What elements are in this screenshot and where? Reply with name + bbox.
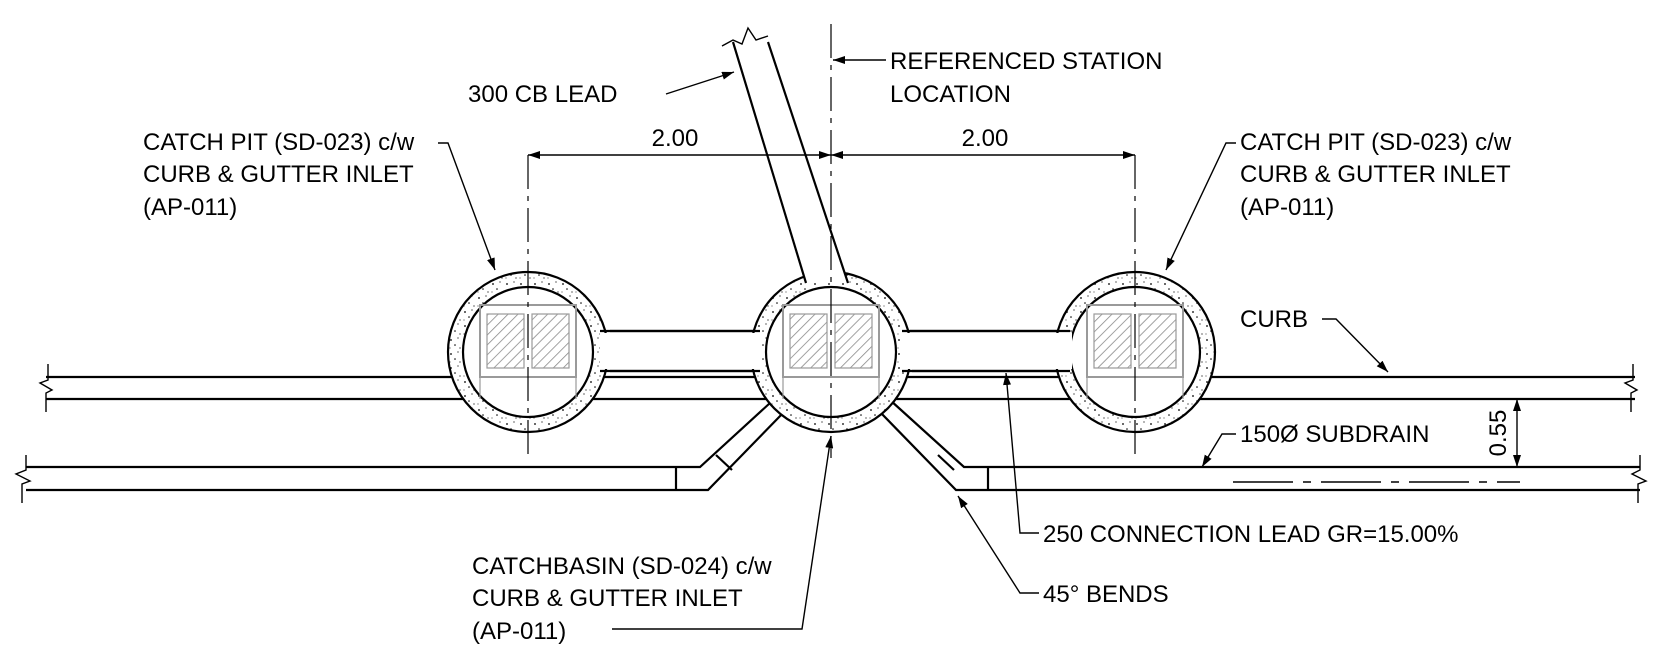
cb-lead-pipe <box>721 26 850 284</box>
lead-openings <box>600 329 1072 373</box>
station-label-line-2: LOCATION <box>890 81 1011 108</box>
catch-pit-right-label-line-2: CURB & GUTTER INLET <box>1240 161 1511 188</box>
dimension-left-value: 2.00 <box>652 125 699 152</box>
catch-pit-left-label-line-3: (AP-011) <box>143 194 237 221</box>
station-label-line-1: REFERENCED STATION <box>890 48 1162 75</box>
catchbasin-label-line-3: (AP-011) <box>472 618 566 645</box>
catch-pit-left <box>446 270 610 434</box>
centrelines <box>527 24 1136 458</box>
catch-pit-right-label-line-1: CATCH PIT (SD-023) c/w <box>1240 129 1512 156</box>
catch-pit-left-label-line-1: CATCH PIT (SD-023) c/w <box>143 129 415 156</box>
subdrain-lines <box>14 399 1648 503</box>
catchbasin-label-line-1: CATCHBASIN (SD-024) c/w <box>472 553 772 580</box>
subdrain-label: 150Ø SUBDRAIN <box>1240 421 1429 448</box>
dimension-offset <box>1480 399 1525 468</box>
cb-lead-label: 300 CB LEAD <box>468 81 617 108</box>
dimension-right-value: 2.00 <box>962 125 1009 152</box>
leader-lines <box>438 56 1389 630</box>
catchbasin-label-line-2: CURB & GUTTER INLET <box>472 585 743 612</box>
connection-lead-label: 250 CONNECTION LEAD GR=15.00% <box>1043 521 1459 548</box>
catch-pit-right-label-line-3: (AP-011) <box>1240 194 1334 221</box>
bends-label: 45° BENDS <box>1043 581 1169 608</box>
catch-pit-left-label-line-2: CURB & GUTTER INLET <box>143 161 414 188</box>
curb-label: CURB <box>1240 306 1308 333</box>
dimension-offset-value: 0.55 <box>1485 410 1512 457</box>
